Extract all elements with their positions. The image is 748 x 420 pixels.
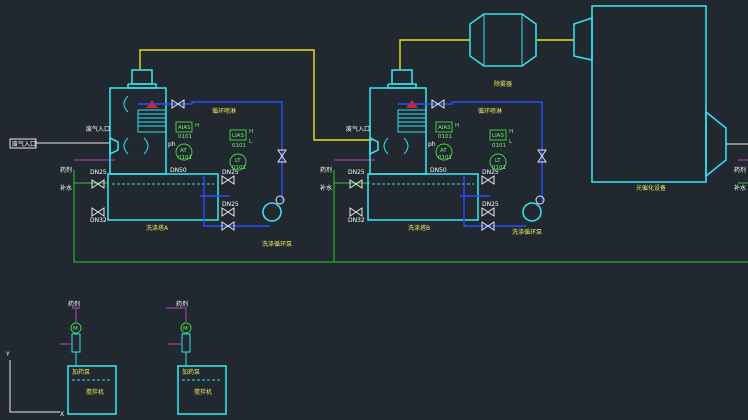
inst-a-alarm-h: H bbox=[195, 123, 199, 129]
ph-a-label: ph bbox=[168, 141, 176, 148]
inst-b-lias-l: L bbox=[509, 139, 513, 145]
inst-b-aias-tag: AIAS bbox=[438, 125, 451, 131]
motor-2-label: M bbox=[183, 326, 188, 332]
inst-a-at-num: 0101 bbox=[178, 155, 192, 161]
axis-y-label: Y bbox=[5, 351, 10, 358]
scrubber-tower-a: 洗涤塔A 废气入口 ph bbox=[86, 69, 219, 232]
inst-b-lias-num: 0101 bbox=[492, 143, 506, 149]
instruments-a: AIAS H 0101 AT 0101 LIAS H L 0101 LT 010… bbox=[175, 121, 253, 171]
makeup-a-label: 补水 bbox=[60, 184, 72, 192]
inst-b-lias-tag: LIAS bbox=[492, 133, 504, 139]
tower-a-label: 洗涤塔A bbox=[146, 224, 169, 232]
inst-a-lt-num: 0101 bbox=[232, 165, 246, 171]
circ-spray-b-label: 循环喷淋 bbox=[478, 107, 502, 115]
photolysis-unit: 光催化设备 bbox=[573, 5, 748, 192]
left-gas-inlet: 废气入口 bbox=[9, 138, 110, 149]
inst-a-aias-tag: AIAS bbox=[178, 125, 191, 131]
inst-b-lt-num: 0101 bbox=[492, 165, 506, 171]
dn25-b1-label: DN25 bbox=[348, 169, 365, 176]
dn25-a1-label: DN25 bbox=[90, 169, 107, 176]
circulation-loop-a: 循环喷淋 洗涤循环泵 DN25 DN32 DN50 DN25 DN25 bbox=[90, 99, 292, 248]
dn25-b3-label: DN25 bbox=[482, 201, 499, 208]
inst-a-aias-num: 0101 bbox=[178, 134, 192, 140]
inst-b-alarm-h: H bbox=[455, 123, 459, 129]
pump-b-label: 洗涤循环泵 bbox=[512, 228, 542, 236]
inst-a-lias-h: H bbox=[249, 129, 253, 135]
inst-b-aias-num: 0101 bbox=[438, 134, 452, 140]
axis-x-label: X bbox=[60, 411, 64, 418]
ph-b-label: ph bbox=[428, 141, 436, 148]
mixer-1-label: 搅拌机 bbox=[86, 388, 104, 396]
demister-unit: 除雾器 bbox=[469, 13, 537, 88]
gas-inlet-left-label: 废气入口 bbox=[12, 140, 36, 148]
inst-a-lias-l: L bbox=[249, 139, 253, 145]
dn50-a-label: DN50 bbox=[170, 167, 187, 174]
makeup-water-lines bbox=[73, 170, 748, 263]
inst-a-lt-tag: LT bbox=[235, 158, 241, 164]
dosing-station-2: 药剂 M 加药泵 搅拌机 bbox=[168, 300, 227, 415]
reagent-a-label: 药剂 bbox=[60, 166, 72, 174]
mixer-2-label: 搅拌机 bbox=[194, 388, 212, 396]
dosing-tank-1-label: 加药泵 bbox=[72, 368, 90, 376]
dn32-b-label: DN32 bbox=[348, 217, 365, 224]
dosing-reagent-1-label: 药剂 bbox=[68, 300, 80, 308]
demister-label: 除雾器 bbox=[494, 80, 512, 88]
side-labels: 药剂 补水 药剂 补水 药剂 补水 bbox=[60, 166, 746, 192]
dn50-b-label: DN50 bbox=[430, 167, 447, 174]
inst-a-at-tag: AT bbox=[180, 148, 187, 154]
motor-1-label: M bbox=[73, 326, 78, 332]
photolysis-label: 光催化设备 bbox=[636, 184, 666, 192]
tower-b-label: 洗涤塔B bbox=[408, 224, 430, 232]
gas-duct-network bbox=[139, 39, 574, 141]
inst-b-lias-h: H bbox=[509, 129, 513, 135]
dosing-station-1: 药剂 M 加药泵 搅拌机 bbox=[60, 300, 117, 415]
dn25-b2-label: DN25 bbox=[482, 169, 499, 176]
reagent-b-label: 药剂 bbox=[320, 166, 332, 174]
circulation-loop-b: 循环喷淋 洗涤循环泵 DN25 DN32 DN50 DN25 DN25 bbox=[348, 99, 547, 236]
dosing-tank-2-label: 加药泵 bbox=[182, 368, 200, 376]
pump-a-label: 洗涤循环泵 bbox=[262, 240, 292, 248]
circ-spray-a-label: 循环喷淋 bbox=[212, 107, 236, 115]
dn25-a3-label: DN25 bbox=[222, 201, 239, 208]
makeup-b-label: 补水 bbox=[320, 184, 332, 192]
inst-a-lias-num: 0101 bbox=[232, 143, 246, 149]
gas-inlet-b-label: 废气入口 bbox=[346, 125, 370, 133]
inst-a-lias-tag: LIAS bbox=[232, 133, 244, 139]
ucs-axis-icon: Y X bbox=[5, 351, 64, 418]
inst-b-at-num: 0101 bbox=[438, 155, 452, 161]
inst-b-at-tag: AT bbox=[440, 148, 447, 154]
dn25-a2-label: DN25 bbox=[222, 169, 239, 176]
reagent-c-label: 药剂 bbox=[734, 166, 746, 174]
instruments-b: AIAS H 0101 AT 0101 LIAS H L 0101 LT 010… bbox=[435, 121, 513, 171]
scrubber-tower-b: 洗涤塔B 废气入口 ph bbox=[346, 69, 479, 232]
dn32-a-label: DN32 bbox=[90, 217, 107, 224]
makeup-c-label: 补水 bbox=[734, 184, 746, 192]
dosing-reagent-2-label: 药剂 bbox=[176, 300, 188, 308]
gas-inlet-a-label: 废气入口 bbox=[86, 125, 110, 133]
inst-b-lt-tag: LT bbox=[495, 158, 501, 164]
